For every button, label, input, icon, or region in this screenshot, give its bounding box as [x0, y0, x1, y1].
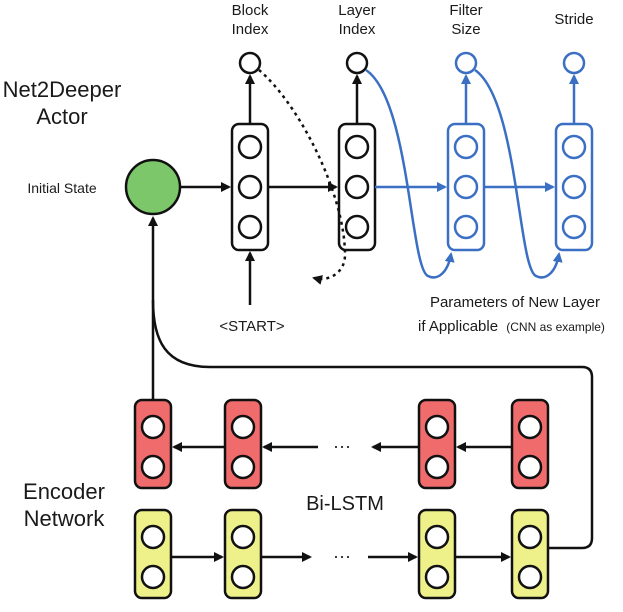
params-caption-line2-main: if Applicable: [418, 318, 498, 335]
params-caption-line2: if Applicable (CNN as example): [418, 318, 605, 335]
actor-cell-3: [446, 122, 486, 252]
actor-title-line1: Net2Deeper: [3, 77, 122, 102]
encoder-forward-cell-1: [133, 508, 173, 600]
params-caption-line1: Parameters of New Layer: [430, 294, 600, 311]
bilstm-label: Bi-LSTM: [306, 493, 384, 515]
output-label-stride: Stride: [554, 11, 593, 28]
output-node-block: [238, 51, 262, 75]
feedback-layer-to-filter: [365, 68, 455, 279]
ellipsis-backward: ···: [333, 436, 351, 456]
actor-cell-1: [230, 122, 270, 252]
output-label-layer-line2: Index: [339, 21, 376, 38]
encoder-backward-cell-3: [417, 398, 457, 490]
initial-state-node: [124, 158, 182, 216]
arrow-encoder-yellow-to-initial: [151, 299, 594, 550]
feedback-filter-to-stride: [474, 68, 563, 279]
encoder-forward-cell-3: [417, 508, 457, 600]
output-label-filter-line2: Size: [451, 21, 480, 38]
encoder-forward-cell-2: [223, 508, 263, 600]
encoder-backward-cell-2: [223, 398, 263, 490]
output-label-layer-line1: Layer: [338, 2, 376, 19]
encoder-title-line1: Encoder: [23, 479, 105, 504]
initial-state-label: Initial State: [27, 180, 96, 196]
output-label-block-line2: Index: [232, 21, 269, 38]
output-label-block-line1: Block: [232, 2, 269, 19]
output-node-filter: [454, 51, 478, 75]
params-caption-small: (CNN as example): [506, 320, 605, 334]
actor-title-line2: Actor: [36, 104, 87, 129]
actor-cell-2: [337, 122, 377, 252]
encoder-forward-cell-4: [510, 508, 550, 600]
encoder-backward-cell-4: [510, 398, 550, 490]
encoder-title-line2: Network: [24, 506, 106, 531]
start-token-label: <START>: [219, 318, 285, 335]
output-node-layer: [345, 51, 369, 75]
output-node-stride: [562, 51, 586, 75]
ellipsis-forward: ···: [333, 546, 351, 566]
encoder-backward-cell-1: [133, 398, 173, 490]
actor-cell-4: [554, 122, 594, 252]
output-label-filter-line1: Filter: [449, 2, 482, 19]
feedback-block-to-layer: [258, 69, 347, 285]
